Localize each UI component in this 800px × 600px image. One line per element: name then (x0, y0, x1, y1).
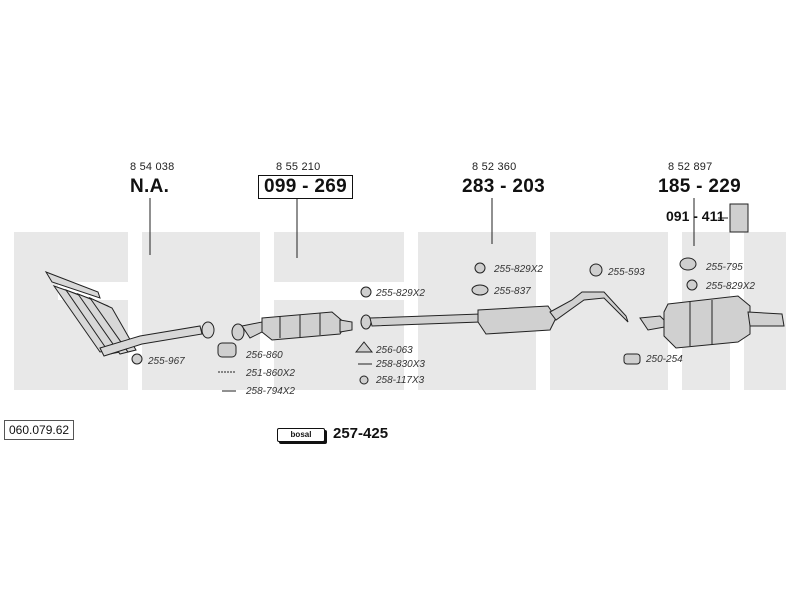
accessory-label[interactable]: 258-830X3 (376, 359, 425, 370)
rubber-ring-icon (589, 263, 603, 277)
accessory-label[interactable]: 256-063 (376, 345, 413, 356)
accessory-label[interactable]: 255-967 (148, 356, 185, 367)
accessory-label[interactable]: 255-829X2 (706, 281, 755, 292)
accessory-label[interactable]: 255-795 (706, 262, 743, 273)
accessory-label[interactable]: 255-593 (608, 267, 645, 278)
clamp-icon (360, 286, 372, 298)
clamp-icon (686, 279, 698, 291)
part-number[interactable]: N.A. (130, 176, 170, 197)
accessory-label[interactable]: 256-860 (246, 350, 283, 361)
bracket-part-number[interactable]: 091 - 411 (666, 208, 725, 224)
oem-number: 8 52 360 (472, 161, 517, 173)
manifold-part[interactable] (44, 271, 215, 357)
accessory-label[interactable]: 255-829X2 (376, 288, 425, 299)
accessory-label[interactable]: 255-829X2 (494, 264, 543, 275)
clamp-icon (474, 262, 486, 274)
gasket-icon (217, 342, 237, 358)
rear-silencer-part[interactable] (639, 295, 785, 349)
part-number[interactable]: 185 - 229 (658, 176, 741, 197)
accessory-label[interactable]: 251-860X2 (246, 368, 295, 379)
washer-icon (359, 375, 369, 385)
triangle-gasket-icon (354, 341, 374, 353)
oem-number: 8 52 897 (668, 161, 713, 173)
rubber-hanger-icon (679, 257, 697, 271)
bosal-kit-icon: bosal (277, 428, 325, 442)
fitting-kit-number[interactable]: 257-425 (333, 425, 389, 442)
accessory-label[interactable]: 250-254 (646, 354, 683, 365)
leader-lines (149, 198, 728, 258)
mounting-bracket-icon (729, 203, 749, 233)
accessory-label[interactable]: 258-794X2 (246, 386, 295, 397)
diagram-reference: 060.079.62 (4, 420, 75, 440)
clamp-icon (623, 353, 641, 365)
rubber-hanger-icon (471, 284, 489, 296)
accessory-label[interactable]: 258-117X3 (376, 375, 425, 386)
accessory-icons (131, 203, 749, 392)
oem-number: 8 55 210 (276, 161, 321, 173)
catalytic-converter-part[interactable] (231, 311, 353, 341)
rubber-mount-icon (131, 353, 143, 365)
oem-number: 8 54 038 (130, 161, 175, 173)
middle-silencer-part[interactable] (360, 291, 629, 335)
part-number[interactable]: 283 - 203 (462, 176, 545, 197)
part-number[interactable]: 099 - 269 (258, 175, 353, 199)
accessory-label[interactable]: 255-837 (494, 286, 531, 297)
